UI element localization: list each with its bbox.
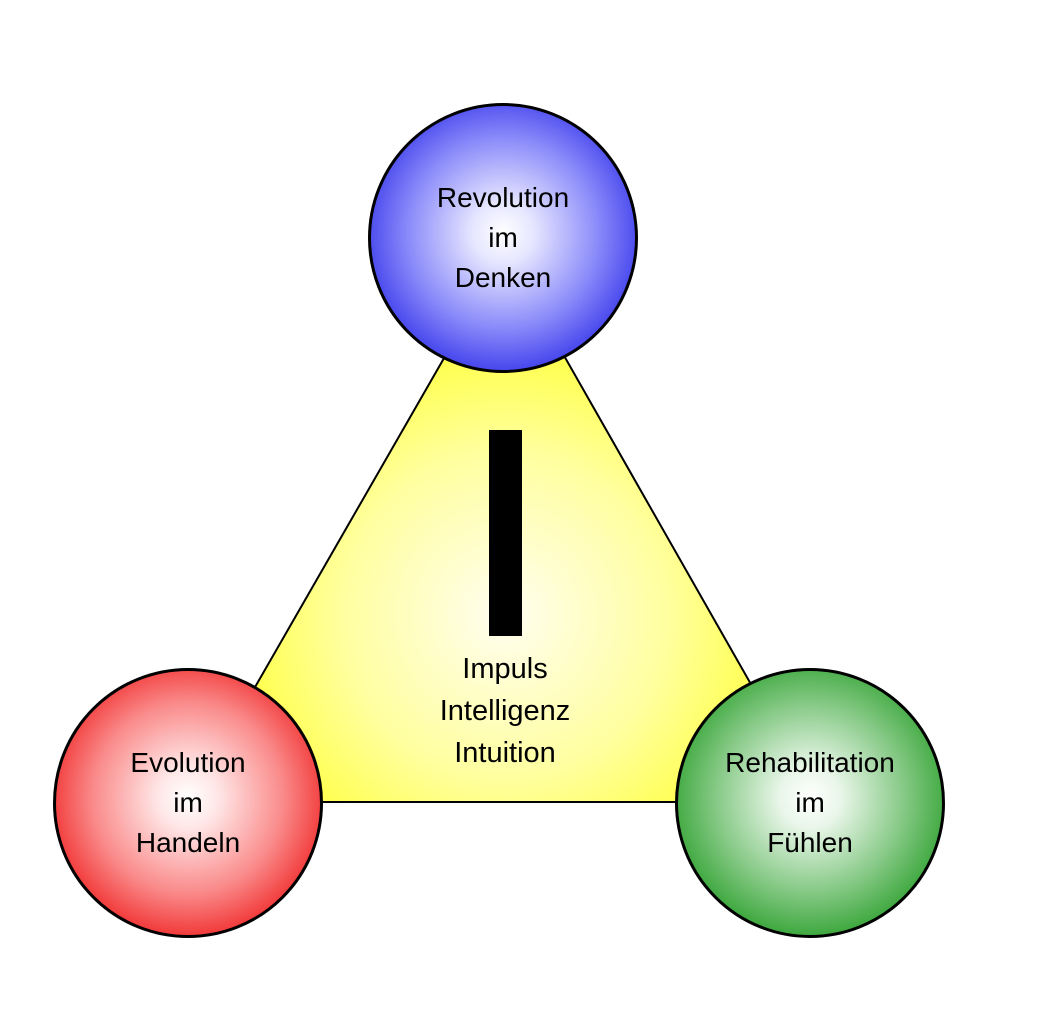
node-label-line: Fühlen — [767, 827, 853, 858]
node-label-line: im — [488, 222, 518, 253]
vertical-i-bar-icon — [489, 430, 522, 636]
node-evolution-im-handeln: Evolution im Handeln — [53, 668, 323, 938]
node-label-line: Denken — [454, 262, 552, 293]
node-label-line: Handeln — [135, 827, 241, 858]
center-label-line-impuls: Impuls — [462, 653, 548, 685]
node-label-line: Evolution — [130, 747, 246, 778]
node-rehabilitation-im-fuehlen: Rehabilitation im Fühlen — [675, 668, 945, 938]
node-label-line: im — [795, 787, 825, 818]
node-revolution-im-denken: Revolution im Denken — [368, 103, 638, 373]
center-label: Impuls Intelligenz Intuition — [355, 648, 655, 774]
node-label-line: Revolution — [436, 182, 570, 213]
node-label-line: im — [173, 787, 203, 818]
center-label-line-intelligenz: Intelligenz — [439, 695, 571, 727]
center-label-line-intuition: Intuition — [454, 737, 556, 769]
node-label-line: Rehabilitation — [725, 747, 895, 778]
